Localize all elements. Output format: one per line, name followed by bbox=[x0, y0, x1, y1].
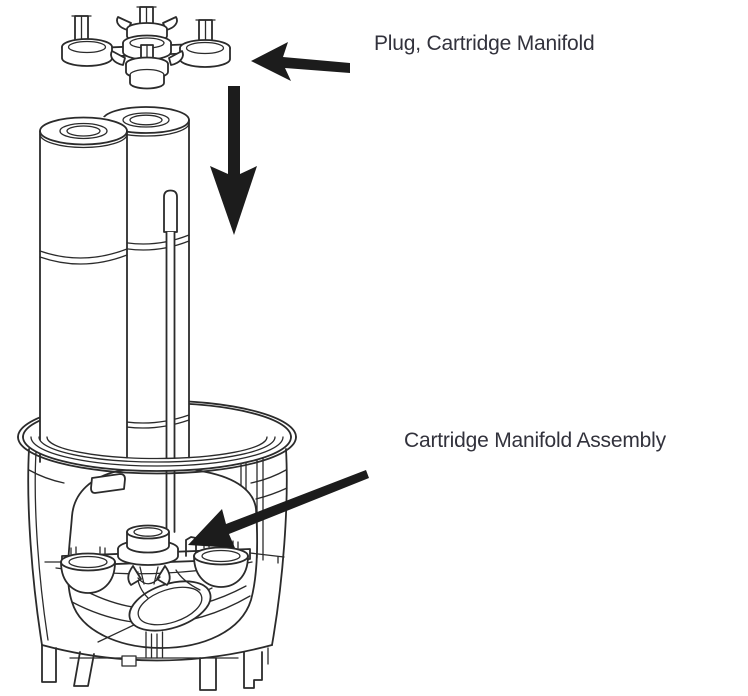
standpipe bbox=[163, 189, 178, 467]
tank-body bbox=[27, 448, 288, 691]
plug-pointer-arrow-icon bbox=[251, 42, 350, 81]
assembly-pointer-arrow-icon bbox=[188, 470, 369, 548]
assembly-label: Cartridge Manifold Assembly bbox=[404, 429, 666, 452]
down-arrow-icon bbox=[210, 86, 257, 235]
manifold-assembly bbox=[44, 524, 285, 594]
tank-interior bbox=[44, 469, 285, 659]
cartridge-left bbox=[39, 115, 128, 466]
rim-front bbox=[17, 436, 297, 494]
plug-drawing bbox=[61, 6, 231, 90]
plug-label: Plug, Cartridge Manifold bbox=[374, 32, 595, 55]
